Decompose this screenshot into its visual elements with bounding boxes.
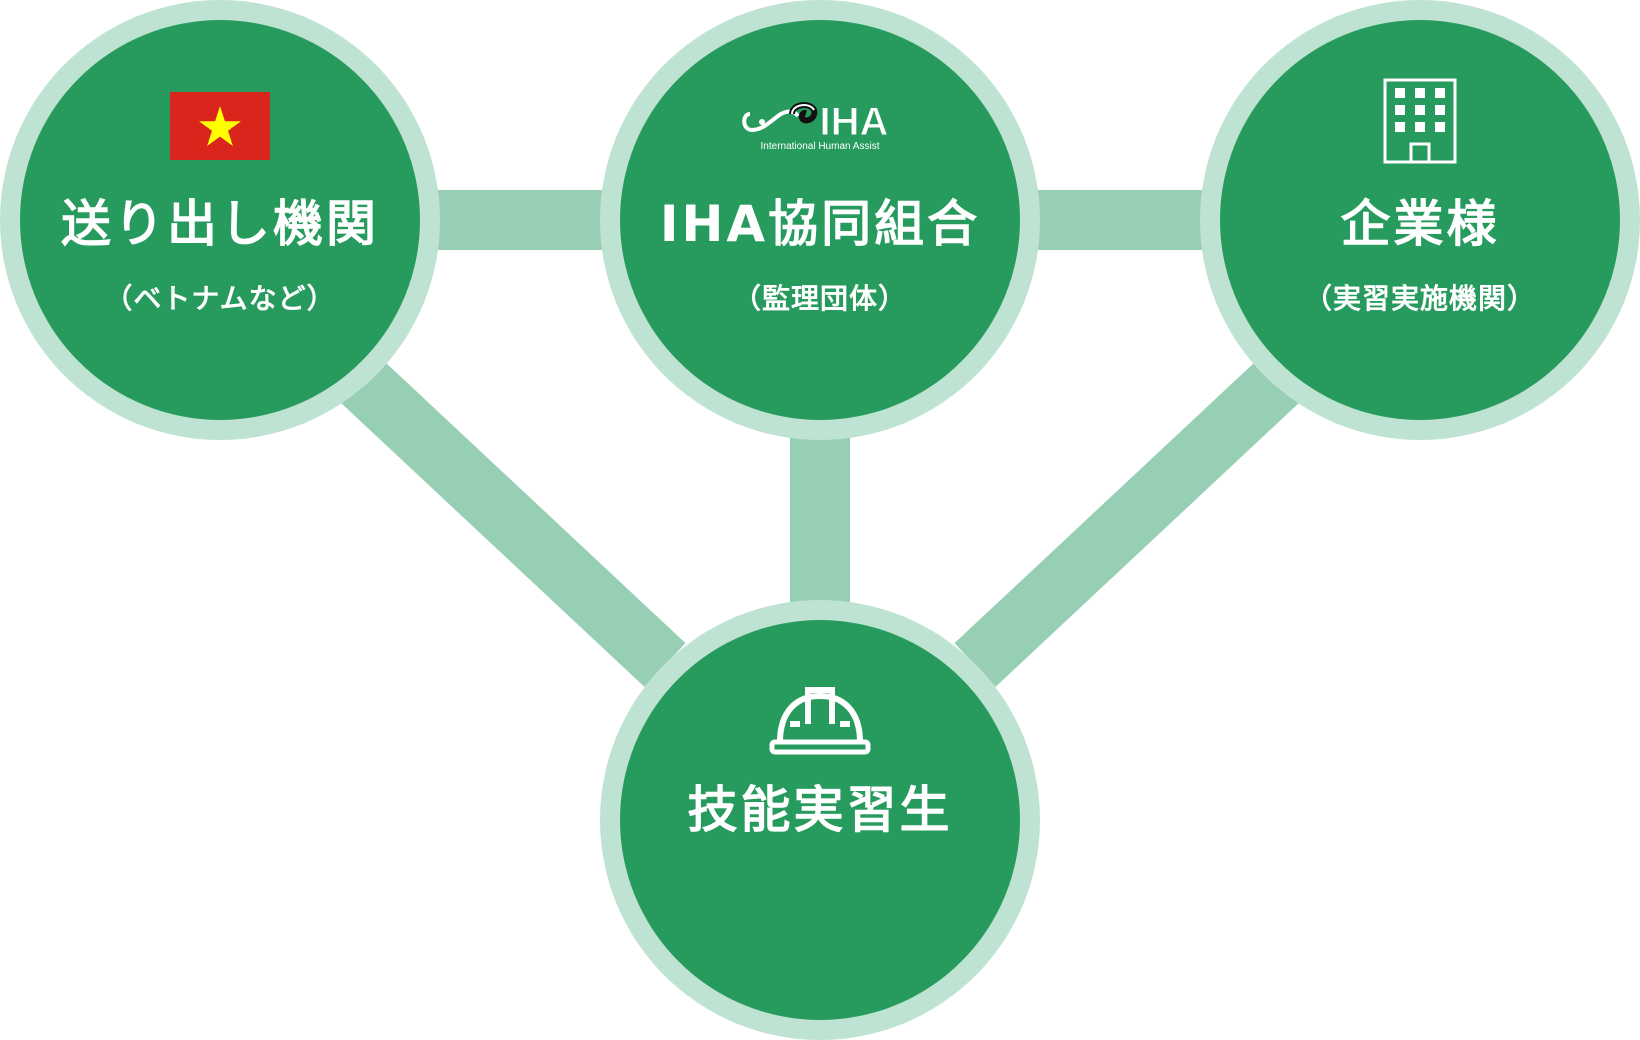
node-iha-subtitle: （監理団体） <box>732 282 907 315</box>
building-icon <box>1220 78 1620 164</box>
node-iha-circle: IHA International Human Assist IHA協同組合 （… <box>620 20 1020 420</box>
node-iha-title: IHA協同組合 <box>659 195 981 253</box>
node-trainee-circle: 技能実習生 <box>620 620 1020 1020</box>
node-trainee-title: 技能実習生 <box>687 781 953 839</box>
node-sending-circle: 送り出し機関 （ベトナムなど） <box>20 20 420 420</box>
node-company-subtitle: （実習実施機関） <box>1303 282 1536 315</box>
node-company-title: 企業様 <box>1340 195 1500 253</box>
node-sending-title: 送り出し機関 <box>61 195 379 253</box>
hard-hat-icon <box>620 684 1020 756</box>
iha-logo-tagline: International Human Assist <box>761 141 880 152</box>
iha-logo-text: IHA <box>820 100 889 144</box>
node-iha-cooperative: IHA International Human Assist IHA協同組合 （… <box>600 0 1040 440</box>
node-sending-organization: 送り出し機関 （ベトナムなど） <box>0 0 440 440</box>
connector-company-trainee <box>954 353 1306 687</box>
iha-logo: IHA International Human Assist <box>620 92 1020 152</box>
vietnam-flag-icon <box>20 92 420 160</box>
node-trainee: 技能実習生 <box>600 600 1040 1040</box>
connector-sending-trainee <box>334 353 686 687</box>
node-company-circle: 企業様 （実習実施機関） <box>1220 20 1620 420</box>
node-company: 企業様 （実習実施機関） <box>1200 0 1640 440</box>
node-sending-subtitle: （ベトナムなど） <box>104 282 336 315</box>
